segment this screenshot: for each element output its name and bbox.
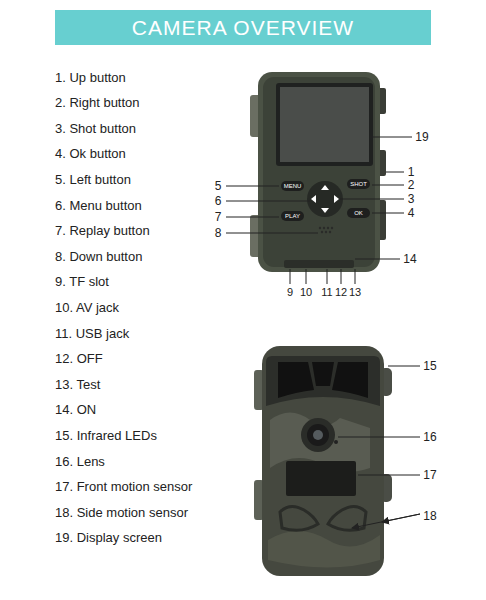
callout-number: 16 [423, 431, 436, 443]
callout-number: 19 [415, 131, 428, 143]
legend-item: 12. OFF [55, 352, 103, 365]
callout-number: 9 [287, 287, 293, 298]
callout-number: 5 [215, 180, 222, 192]
leader-lines [226, 137, 420, 528]
button-label: SHOT [350, 181, 367, 187]
legend-item: 16. Lens [55, 455, 105, 468]
button-label: MENU [284, 183, 302, 189]
callout-number: 8 [215, 227, 222, 239]
callout-number: 7 [215, 211, 222, 223]
legend-item: 15. Infrared LEDs [55, 429, 157, 442]
callout-number: 14 [403, 253, 416, 265]
legend-item: 8. Down button [55, 250, 142, 263]
callout-number: 1 [408, 166, 415, 178]
callout-number: 12 [335, 287, 347, 298]
legend-item: 2. Right button [55, 96, 140, 109]
legend-item: 6. Menu button [55, 199, 142, 212]
callout-number: 6 [215, 195, 222, 207]
legend-item: 11. USB jack [55, 327, 129, 340]
callout-number: 3 [408, 193, 415, 205]
legend-item: 17. Front motion sensor [55, 480, 192, 493]
camera-back [250, 72, 386, 272]
legend-item: 10. AV jack [55, 301, 119, 314]
legend-item: 3. Shot button [55, 122, 136, 135]
callout-number: 2 [408, 179, 415, 191]
callout-number: 4 [408, 207, 415, 219]
legend-item: 13. Test [55, 378, 100, 391]
legend-item: 18. Side motion sensor [55, 506, 188, 519]
title-banner: CAMERA OVERVIEW [55, 10, 431, 45]
callout-number: 17 [423, 469, 436, 481]
callout-number: 18 [423, 510, 436, 522]
legend-item: 9. TF slot [55, 275, 109, 288]
callout-number: 11 [321, 287, 332, 298]
camera-front [254, 346, 392, 576]
callout-number: 10 [300, 287, 312, 298]
callout-number: 15 [423, 360, 436, 372]
callout-number: 13 [349, 287, 361, 298]
legend-item: 5. Left button [55, 173, 131, 186]
legend-item: 1. Up button [55, 71, 126, 84]
legend-item: 19. Display screen [55, 531, 162, 544]
legend-item: 7. Replay button [55, 224, 150, 237]
button-label: PLAY [285, 213, 300, 219]
button-label: OK [354, 210, 363, 216]
legend-item: 4. Ok button [55, 147, 126, 160]
legend-item: 14. ON [55, 403, 96, 416]
